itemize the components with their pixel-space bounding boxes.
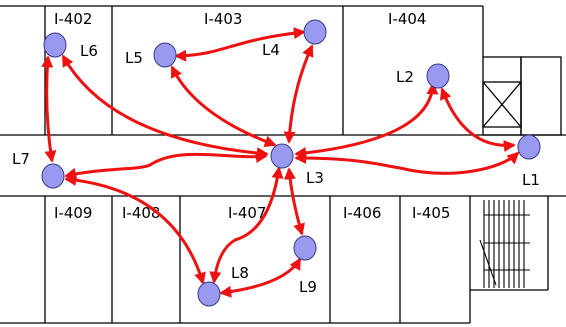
arrow-l7-l3 — [64, 151, 268, 180]
node-label-l3: L3 — [306, 169, 324, 187]
room-label-408: I-408 — [122, 204, 160, 222]
arrow-l7-l8 — [64, 174, 206, 285]
node-label-l5: L5 — [125, 49, 143, 67]
node-l7 — [41, 163, 65, 189]
node-l3 — [270, 143, 294, 169]
node-label-l8: L8 — [231, 264, 249, 282]
node-label-l4: L4 — [262, 41, 280, 59]
node-label-l6: L6 — [80, 42, 98, 60]
stairs — [479, 200, 530, 288]
arrow-l8-l9 — [219, 257, 302, 298]
connection-arrows — [41, 27, 520, 298]
node-label-l7: L7 — [12, 150, 30, 168]
room-label-403: I-403 — [204, 10, 242, 28]
node-l4 — [303, 19, 327, 45]
arrow-l2-l1 — [439, 87, 516, 152]
node-l6 — [43, 32, 67, 58]
arrow-l6-l3 — [61, 54, 269, 160]
room-label-409: I-409 — [54, 204, 92, 222]
node-label-l9: L9 — [299, 278, 317, 296]
arrow-l5-l4 — [174, 27, 306, 62]
arrow-l2-l3 — [294, 82, 439, 159]
nodes — [41, 19, 541, 307]
node-l1 — [517, 134, 541, 160]
node-label-l2: L2 — [396, 68, 414, 86]
node-l5 — [153, 42, 177, 68]
arrow-l3-l9 — [284, 167, 305, 236]
room-label-404: I-404 — [388, 10, 426, 28]
arrow-l3-l1 — [294, 151, 520, 175]
room-label-405: I-405 — [412, 204, 450, 222]
node-l8 — [197, 281, 221, 307]
arrow-l4-l3 — [283, 44, 314, 144]
node-label-l1: L1 — [522, 171, 540, 189]
room-label-402: I-402 — [54, 10, 92, 28]
node-l9 — [293, 235, 317, 261]
node-labels: L1 L2 L3 L4 L5 L6 L7 L8 L9 — [12, 41, 540, 296]
arrow-l3-l8 — [209, 166, 284, 284]
node-l2 — [426, 63, 450, 89]
room-label-406: I-406 — [343, 204, 381, 222]
arrow-l6-l7 — [41, 55, 57, 163]
arrow-l5-l3 — [170, 65, 277, 148]
